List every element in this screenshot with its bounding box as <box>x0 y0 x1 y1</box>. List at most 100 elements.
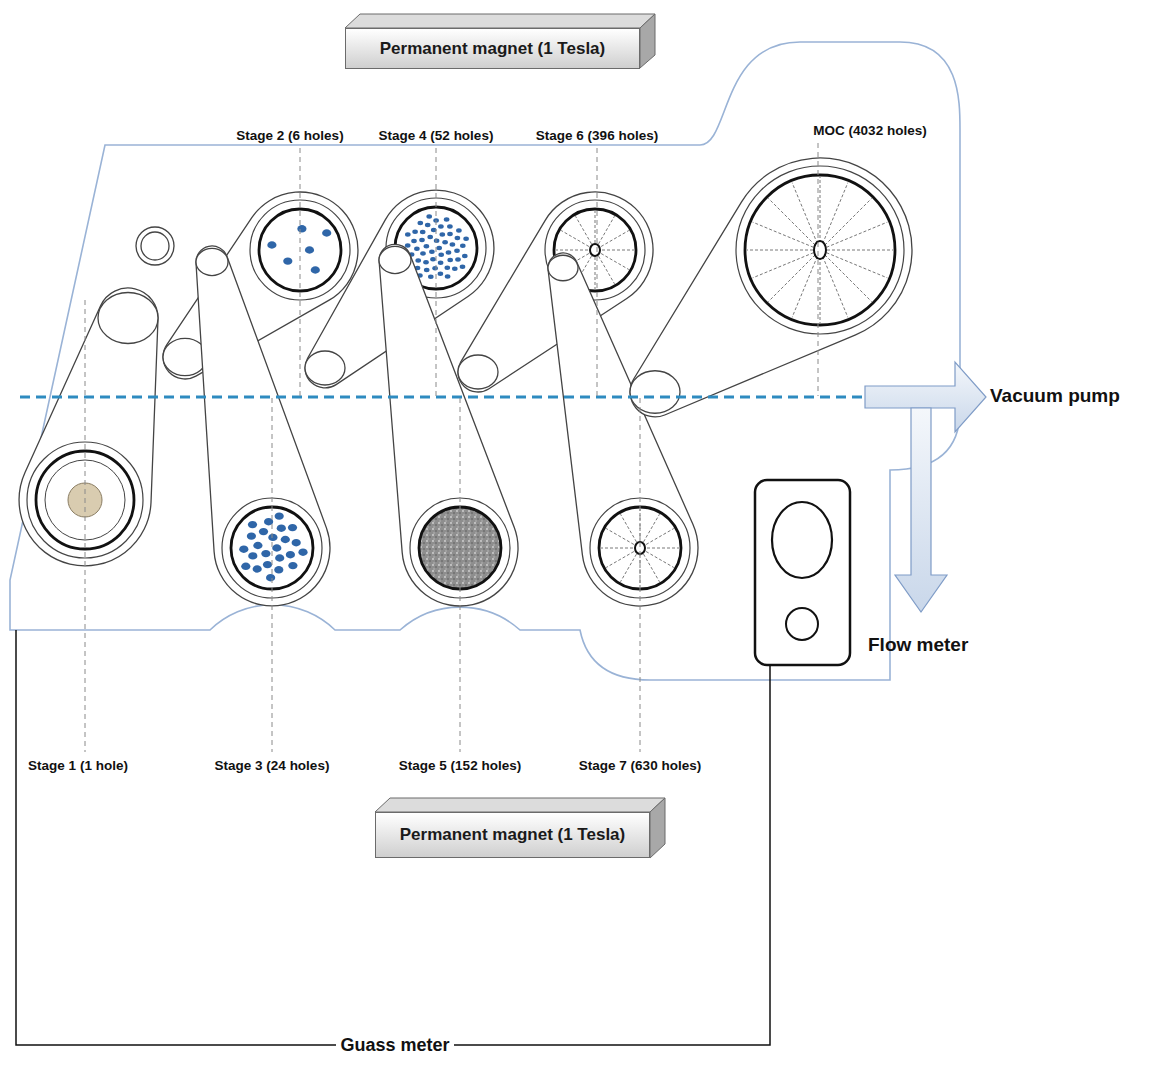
stage-part <box>768 198 815 245</box>
nozzle-hole <box>438 253 444 257</box>
nozzle-hole <box>814 241 826 259</box>
nozzle-hole <box>275 512 284 519</box>
stage-part <box>827 222 888 247</box>
nozzle-hole <box>423 260 429 264</box>
nozzle-hole <box>268 534 277 541</box>
nozzle-hole <box>288 524 297 531</box>
stage-part <box>599 256 615 284</box>
inlet-port <box>136 227 174 265</box>
nozzle-hole <box>419 238 425 242</box>
nozzle-hole <box>420 230 426 234</box>
nozzle-hole <box>455 257 461 261</box>
nozzle-hole <box>432 266 438 270</box>
magnet-label: Permanent magnet (1 Tesla) <box>400 825 625 845</box>
housing-outline <box>10 42 960 680</box>
stage-label: Stage 2 (6 holes) <box>236 128 343 143</box>
gauss-meter-probe <box>755 480 850 665</box>
bracket-wire <box>16 630 770 1045</box>
stage-label: Stage 1 (1 hole) <box>28 758 128 773</box>
nozzle-port <box>630 371 680 414</box>
nozzle-port <box>548 255 578 281</box>
stage-part <box>753 222 814 247</box>
stage-label: MOC (4032 holes) <box>813 123 926 138</box>
nozzle-hole <box>241 563 250 570</box>
stage-part <box>792 183 817 244</box>
stage-part <box>621 514 637 542</box>
stage-label: Stage 3 (24 holes) <box>215 758 330 773</box>
nozzle-hole <box>288 562 297 569</box>
magnet-box: Permanent magnet (1 Tesla) <box>345 28 640 69</box>
nozzle-hole <box>415 258 421 262</box>
nozzle-hole <box>428 274 434 278</box>
outlet-label: Flow meter <box>868 634 968 656</box>
nozzle-hole <box>311 266 320 273</box>
stage-part <box>736 166 904 334</box>
nozzle-hole <box>463 236 469 240</box>
nozzle-hole <box>261 550 270 557</box>
nozzle-hole <box>460 265 466 269</box>
nozzle-hole <box>447 258 453 262</box>
stage-housing <box>379 244 518 606</box>
nozzle-hole <box>412 230 418 234</box>
outlet-label: Vacuum pump <box>990 385 1120 407</box>
nozzle-hole <box>411 239 417 243</box>
stage-housing <box>630 158 912 417</box>
nozzle-hole <box>450 242 456 246</box>
nozzle-hole <box>414 247 420 251</box>
leader-line <box>85 143 818 752</box>
nozzle-port <box>379 246 411 273</box>
impactor-stage <box>19 288 158 566</box>
nozzle-hole <box>444 217 450 221</box>
nozzle-hole <box>239 546 248 553</box>
nozzle-hole <box>452 267 458 271</box>
stage-housing <box>196 246 330 606</box>
stage-part <box>825 255 872 302</box>
stage-part <box>827 253 888 278</box>
stage-housing <box>548 253 698 606</box>
nozzle-hole <box>438 261 444 265</box>
stage-part <box>820 177 821 243</box>
nozzle-hole <box>266 574 275 581</box>
stage-label: Stage 4 (52 holes) <box>379 128 494 143</box>
nozzle-hole <box>418 221 424 225</box>
stage-label: Stage 7 (630 holes) <box>579 758 701 773</box>
nozzle-hole <box>305 246 314 253</box>
stage-part <box>646 529 674 545</box>
nozzle-hole <box>424 244 430 248</box>
nozzle-hole <box>405 243 411 247</box>
nozzle-hole <box>436 246 442 250</box>
nozzle-hole <box>445 265 451 269</box>
nozzle-port <box>305 351 345 385</box>
nozzle-hole <box>277 525 286 532</box>
nozzle-hole <box>259 528 268 535</box>
nozzle-hole <box>248 552 257 559</box>
nozzle-hole <box>425 223 431 227</box>
magnet-label: Permanent magnet (1 Tesla) <box>380 39 605 59</box>
stage-part <box>647 548 679 549</box>
impactor-stage <box>630 158 912 417</box>
stage-part <box>825 198 872 245</box>
nozzle-hole <box>267 241 276 248</box>
stage-label: Stage 6 (396 holes) <box>536 128 658 143</box>
nozzle-hole <box>440 232 446 236</box>
nozzle-port <box>163 338 207 375</box>
stage-part <box>556 250 588 251</box>
stage-part <box>576 216 592 244</box>
nozzle-hole <box>247 532 256 539</box>
nozzle-hole <box>590 244 600 256</box>
axis-line <box>20 396 868 399</box>
stage-part <box>601 231 629 247</box>
nozzle-hole <box>445 274 451 278</box>
nozzle-hole <box>420 251 426 255</box>
stage-part <box>768 255 815 302</box>
nozzle-hole <box>322 229 331 236</box>
nozzle-hole <box>447 232 453 236</box>
stage-part <box>792 257 817 318</box>
stage-part <box>820 257 821 323</box>
nozzle-hole <box>460 244 466 248</box>
nozzle-port <box>98 293 158 344</box>
stage-part <box>753 253 814 278</box>
impactor-stage <box>548 253 698 606</box>
nozzle-hole <box>456 228 462 232</box>
